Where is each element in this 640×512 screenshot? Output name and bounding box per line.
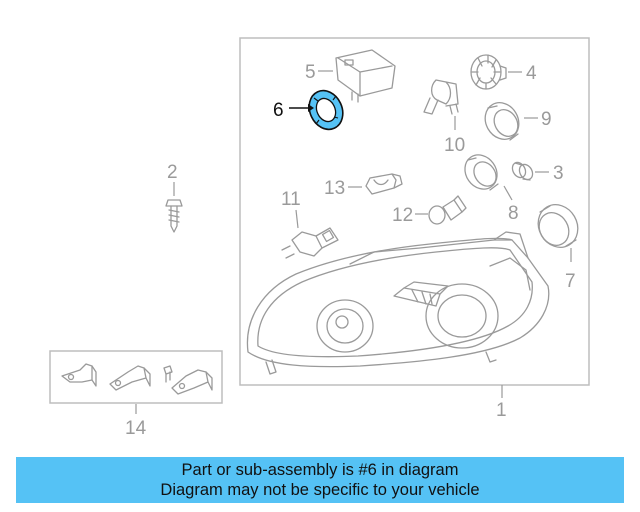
callout-12[interactable]: 12: [392, 205, 413, 226]
banner-line-2: Diagram may not be specific to your vehi…: [160, 481, 480, 499]
assembly-frame: [239, 37, 590, 386]
part-14-brackets[interactable]: [61, 363, 213, 395]
brackets-frame: [49, 350, 223, 404]
callout-9[interactable]: 9: [541, 109, 552, 130]
banner-line-1: Part or sub-assembly is #6 in diagram: [181, 461, 459, 479]
callout-2[interactable]: 2: [167, 162, 178, 183]
callout-3[interactable]: 3: [553, 163, 564, 184]
callout-6[interactable]: 6: [273, 100, 284, 121]
callout-8[interactable]: 8: [508, 203, 519, 224]
part-1-headlamp[interactable]: [246, 231, 550, 375]
part-13-wedge-bulb[interactable]: [365, 173, 403, 195]
callout-1[interactable]: 1: [496, 400, 507, 421]
part-6-seal-ring[interactable]: [303, 85, 349, 135]
part-9-ring[interactable]: [479, 97, 526, 146]
callout-4[interactable]: 4: [526, 63, 537, 84]
callout-11[interactable]: 11: [281, 189, 301, 210]
part-10-bulb[interactable]: [423, 79, 459, 115]
callout-13[interactable]: 13: [324, 178, 345, 199]
part-5-actuator[interactable]: [335, 49, 396, 103]
info-banner: Part or sub-assembly is #6 in diagram Di…: [16, 457, 624, 503]
part-11-bulb[interactable]: [281, 227, 339, 259]
part-4-cap[interactable]: [470, 54, 507, 90]
part-3-grommet[interactable]: [510, 160, 535, 182]
part-8-ring[interactable]: [458, 149, 503, 196]
part-2-screw[interactable]: [165, 199, 183, 233]
part-7-cap[interactable]: [531, 197, 586, 254]
callout-7[interactable]: 7: [565, 271, 576, 292]
callout-5[interactable]: 5: [305, 62, 316, 83]
callout-14[interactable]: 14: [125, 418, 147, 439]
part-12-bulb[interactable]: [428, 195, 467, 225]
callout-10[interactable]: 10: [444, 135, 465, 156]
